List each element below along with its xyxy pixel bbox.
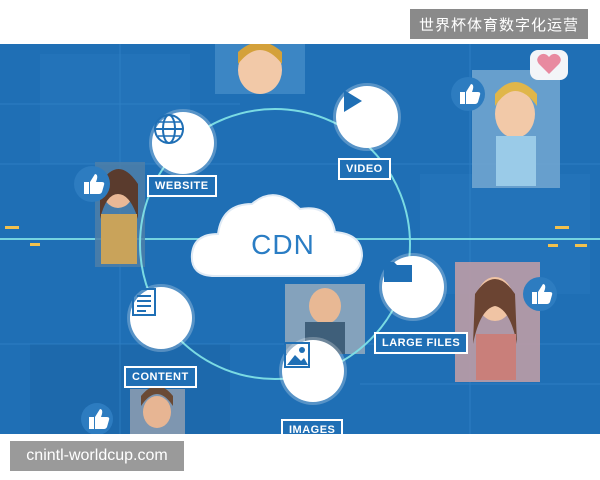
photo-card-top-right [472,70,560,188]
content-tag: CONTENT [124,366,197,388]
website-node [152,112,214,174]
globe-icon [154,114,184,144]
cdn-illustration: CDN WEBSITE VIDEO LARGE FILES IMAGES [0,44,600,434]
watermark-url: cnintl-worldcup.com [10,441,184,471]
cdn-label: CDN [251,229,315,260]
illustration-background [0,44,600,434]
images-node [282,340,344,402]
video-tag: VIDEO [338,158,391,180]
thumbs-up-icon [523,277,557,311]
play-icon [344,90,362,112]
photo-card-bottom-left [130,386,185,434]
photo-card-left [95,162,145,267]
cloud-icon [190,194,364,277]
website-tag: WEBSITE [147,175,217,197]
thumbs-up-icon [74,166,110,202]
video-node [336,86,398,148]
network-ring [139,108,411,380]
image-icon [284,342,310,368]
thumbs-up-icon [81,403,113,434]
large-files-tag: LARGE FILES [374,332,469,354]
watermark-title: 世界杯体育数字化运营 [410,9,588,39]
thumbs-up-icon [451,77,485,111]
photo-card-top-center [215,44,305,94]
document-icon [132,288,156,316]
heart-icon [530,50,568,80]
folder-icon [384,262,412,282]
large-files-node [382,256,444,318]
images-tag: IMAGES [281,419,344,434]
content-node [130,287,192,349]
photo-card-right [455,262,540,382]
